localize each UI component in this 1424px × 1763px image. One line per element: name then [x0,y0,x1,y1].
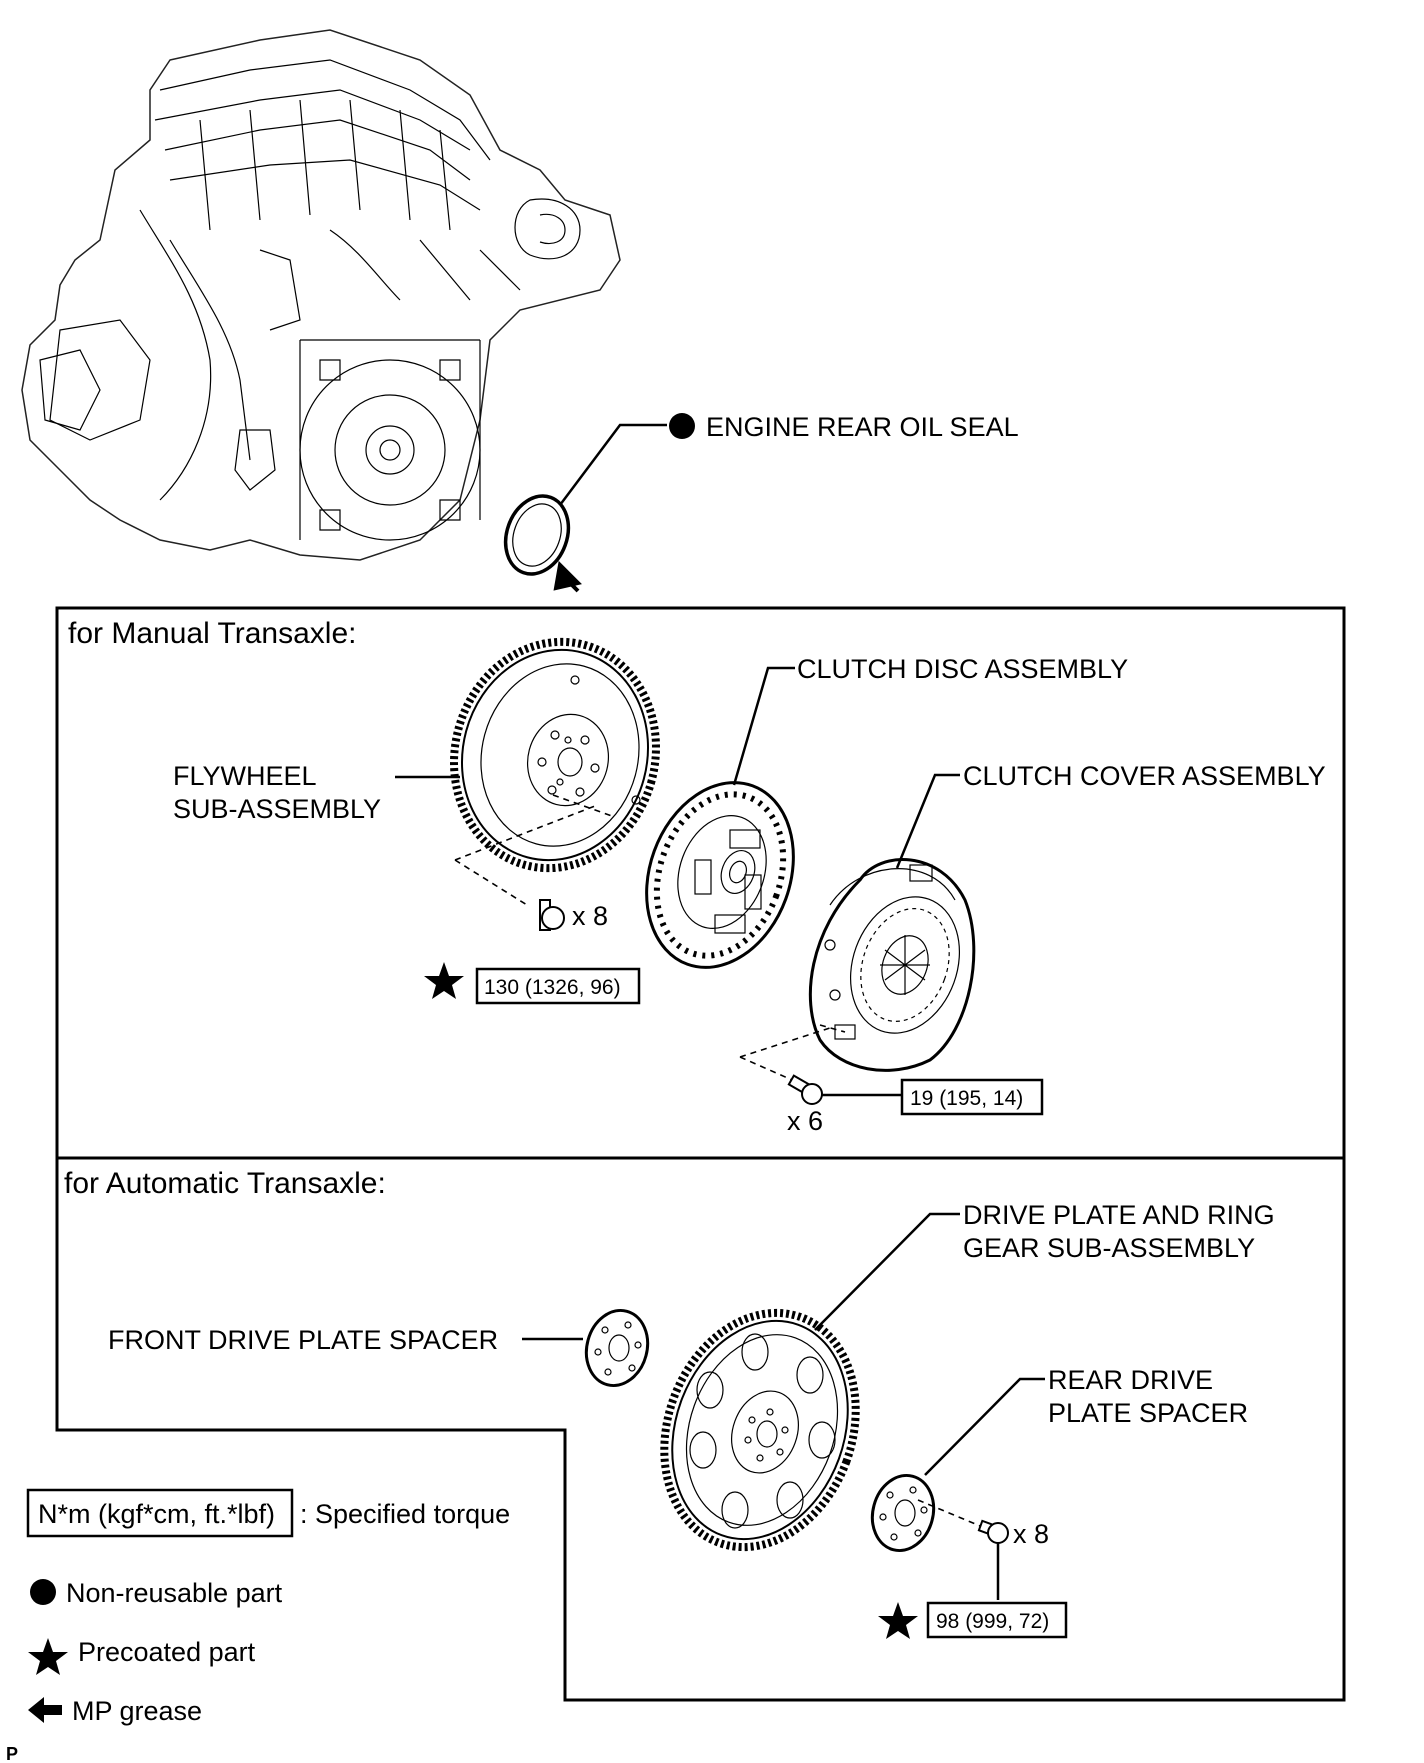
label-rear-spacer-line2: PLATE SPACER [1048,1398,1248,1428]
drive-plate-leader [814,1212,960,1331]
label-drive-plate-line1: DRIVE PLATE AND RING [963,1200,1275,1230]
rear-drive-plate-spacer [870,1473,936,1553]
engine-illustration [21,29,621,561]
engine-rear-oil-seal [503,494,582,593]
qty-drive-plate-bolts: x 8 [1013,1519,1049,1549]
label-rear-spacer-line1: REAR DRIVE [1048,1365,1213,1395]
legend-non-reusable: Non-reusable part [66,1578,283,1608]
label-front-drive-plate-spacer: FRONT DRIVE PLATE SPACER [108,1325,498,1355]
flywheel-sub-assembly [450,637,660,873]
non-reusable-dot-icon [669,413,695,439]
legend-torque-box [26,1488,294,1538]
front-drive-plate-spacer [584,1308,650,1388]
clutch-cover-bolt-icon [787,1074,823,1105]
torque-drive-plate: 98 (999, 72) [936,1610,1049,1633]
label-clutch-cover-assembly: CLUTCH COVER ASSEMBLY [963,761,1326,791]
clutch-cover-bolt-dashline [739,1024,846,1088]
flywheel-bolt-dashline [454,794,613,906]
qty-flywheel-bolts: x 8 [572,901,608,931]
legend-star-icon [28,1638,68,1675]
clutch-cover-assembly [808,858,976,1072]
section-title-manual: for Manual Transaxle: [68,617,356,650]
qty-clutch-cover-bolts: x 6 [787,1106,823,1136]
precoated-star-icon [424,962,464,999]
legend-torque-units: N*m (kgf*cm, ft.*lbf) [38,1499,275,1529]
torque-box-flywheel [475,967,641,1005]
automatic-section-frame [55,1158,1346,1702]
torque-box-drive-plate [926,1601,1068,1639]
oil-seal-leader [559,423,667,506]
flywheel-bolt-icon [539,899,565,931]
clutch-disc-assembly [645,781,795,969]
label-engine-rear-oil-seal: ENGINE REAR OIL SEAL [706,412,1019,442]
drive-plate-and-ring-gear [660,1308,860,1552]
legend-arrow-icon [28,1697,62,1723]
legend-mp-grease: MP grease [72,1696,202,1726]
label-flywheel-line1: FLYWHEEL [173,761,317,791]
clutch-disc-leader [732,666,795,786]
legend-torque-desc: : Specified torque [300,1499,510,1529]
torque-box-clutch-cover [900,1078,1044,1116]
label-clutch-disc-assembly: CLUTCH DISC ASSEMBLY [797,654,1128,684]
legend: N*m (kgf*cm, ft.*lbf) : Specified torque… [26,1488,510,1726]
section-title-automatic: for Automatic Transaxle: [64,1167,386,1200]
clutch-cover-leader [895,773,960,869]
drive-plate-bolt-icon [977,1519,1009,1544]
legend-precoated: Precoated part [78,1637,256,1667]
torque-clutch-cover: 19 (195, 14) [910,1087,1023,1110]
torque-flywheel: 130 (1326, 96) [484,976,621,999]
precoated-star-icon [878,1602,918,1639]
legend-dot-icon [30,1579,56,1605]
label-drive-plate-line2: GEAR SUB-ASSEMBLY [963,1233,1255,1263]
label-flywheel-line2: SUB-ASSEMBLY [173,794,381,824]
manual-section-frame [55,606,1346,1160]
mp-grease-arrow-icon [553,560,582,593]
footer-code: P [6,1744,18,1763]
drive-plate-bolt-dashline [917,1499,986,1529]
rear-spacer-leader [924,1377,1045,1476]
